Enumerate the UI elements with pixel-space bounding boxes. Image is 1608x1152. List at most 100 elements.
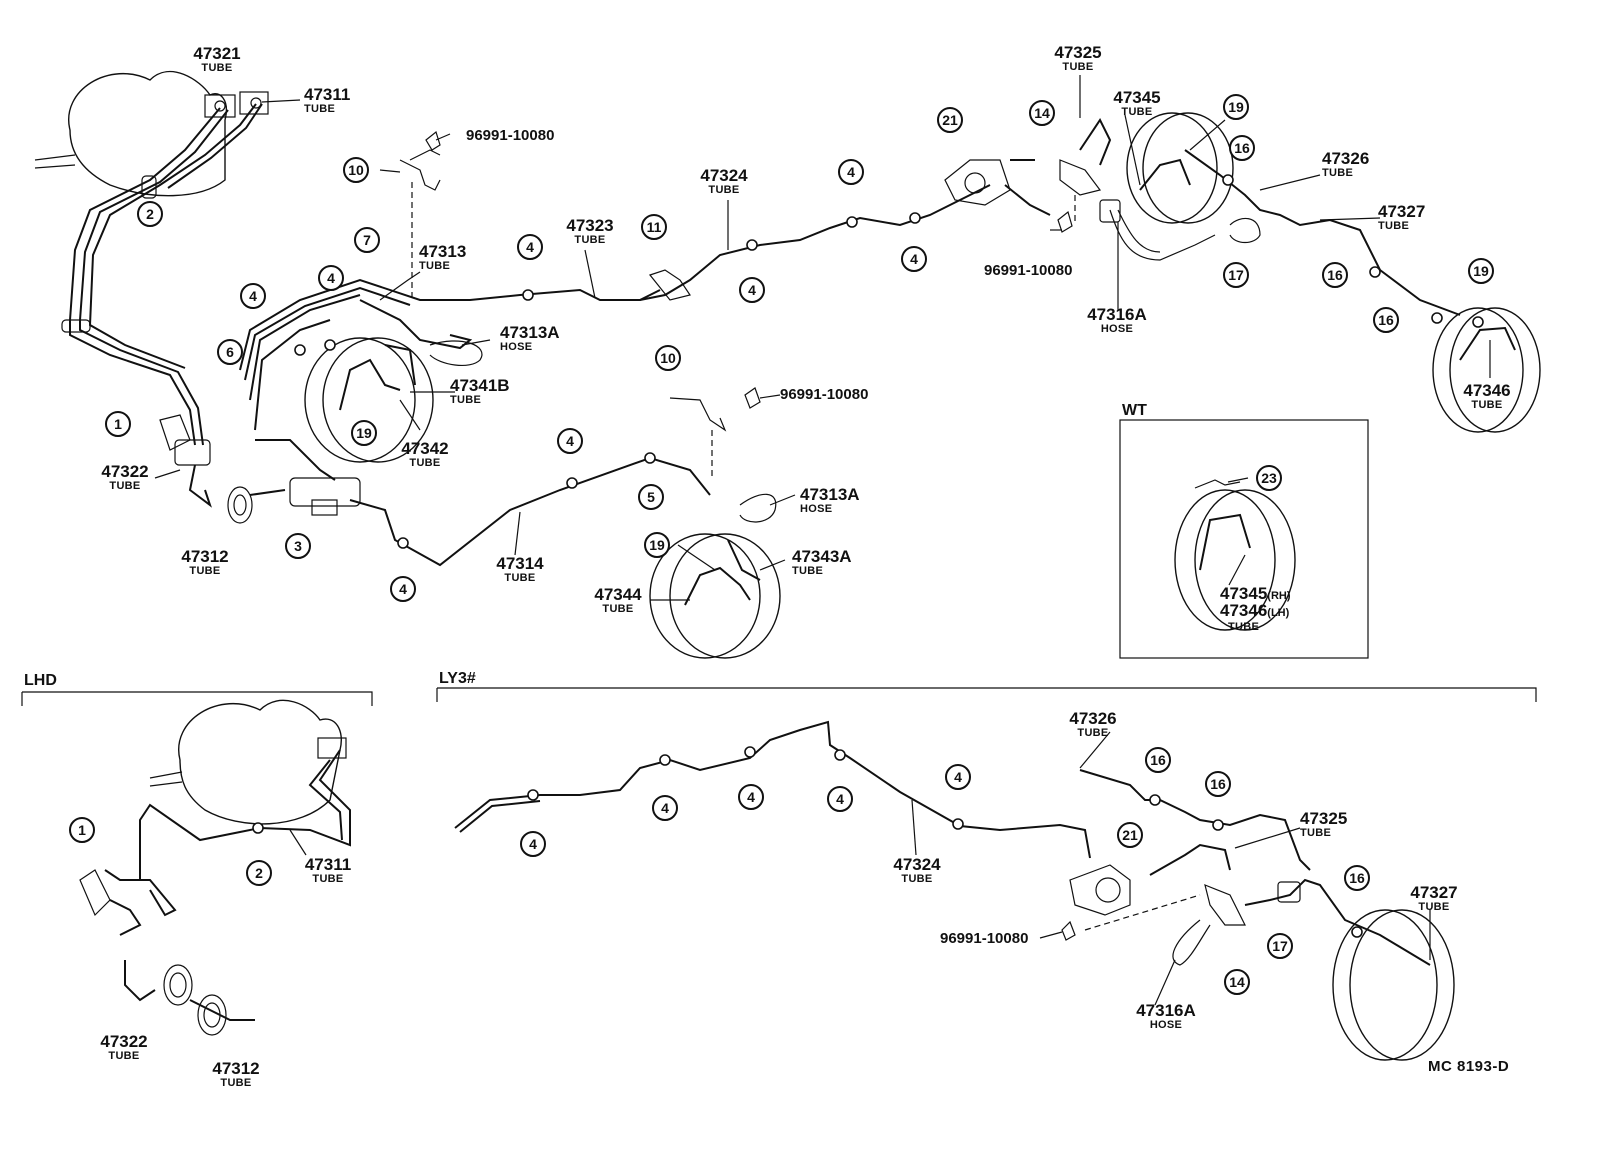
callout-4-ly3: 4 [738, 784, 764, 810]
callout-19: 19 [351, 420, 377, 446]
callout-14-ly3: 14 [1224, 969, 1250, 995]
bracket-icon [1059, 159, 1102, 196]
callout-16-ly3: 16 [1145, 747, 1171, 773]
callout-10: 10 [343, 157, 369, 183]
part-label-47346-lh: 47346(LH) [1220, 601, 1290, 620]
bolt-label-upper: 96991-10080 [466, 127, 555, 144]
bolt-label-ly3: 96991-10080 [940, 930, 1029, 947]
callout-4: 4 [838, 159, 864, 185]
callout-10: 10 [655, 345, 681, 371]
callout-3: 3 [285, 533, 311, 559]
tube-clip-icon [1061, 920, 1076, 941]
callout-19: 19 [644, 532, 670, 558]
callout-4: 4 [739, 277, 765, 303]
callout-4: 4 [901, 246, 927, 272]
callout-11: 11 [641, 214, 667, 240]
callout-4: 4 [557, 428, 583, 454]
callout-16-ly3: 16 [1344, 865, 1370, 891]
ly3-section-bracket [436, 687, 1537, 702]
section-label-lhd: LHD [24, 672, 57, 689]
part-label-47345-rh: 47345(RH) [1220, 584, 1291, 603]
callout-23: 23 [1256, 465, 1282, 491]
callout-19: 19 [1223, 94, 1249, 120]
brake-drum-icon [649, 533, 781, 659]
bolt-label-upper-right: 96991-10080 [984, 262, 1073, 279]
callout-16: 16 [1373, 307, 1399, 333]
load-sensing-valve-icon [944, 159, 1051, 216]
callout-6: 6 [217, 339, 243, 365]
bracket-icon [669, 397, 727, 432]
callout-21-ly3: 21 [1117, 822, 1143, 848]
callout-21: 21 [937, 107, 963, 133]
callout-16: 16 [1229, 135, 1255, 161]
callout-4: 4 [517, 234, 543, 260]
brake-drum-icon [1432, 307, 1541, 433]
callout-17-ly3: 17 [1267, 933, 1293, 959]
callout-2-lhd: 2 [246, 860, 272, 886]
callout-16: 16 [1322, 262, 1348, 288]
callout-17: 17 [1223, 262, 1249, 288]
callout-1-lhd: 1 [69, 817, 95, 843]
tube-clip-icon [425, 130, 1073, 409]
callout-14: 14 [1029, 100, 1055, 126]
part-label-wt-tube: TUBE [1228, 621, 1260, 633]
brake-master-cylinder-icon [34, 70, 269, 197]
callout-5: 5 [638, 484, 664, 510]
load-sensing-valve-icon [1069, 864, 1131, 916]
callout-4-ly3: 4 [520, 831, 546, 857]
callout-4: 4 [390, 576, 416, 602]
lhd-section-bracket [21, 691, 373, 706]
callout-16-ly3: 16 [1205, 771, 1231, 797]
bracket-icon [399, 149, 441, 191]
bracket-icon [1204, 884, 1246, 926]
brake-drum-icon [1126, 112, 1234, 224]
callout-4: 4 [240, 283, 266, 309]
brake-drum-icon [304, 337, 434, 463]
brake-master-cylinder-icon [149, 699, 347, 825]
wt-inset-frame [1119, 419, 1369, 659]
callout-2: 2 [137, 201, 163, 227]
callout-4-ly3: 4 [827, 786, 853, 812]
callout-7: 7 [354, 227, 380, 253]
callout-1: 1 [105, 411, 131, 437]
bolt-label-middle: 96991-10080 [780, 386, 869, 403]
drawing-code: MC 8193-D [1428, 1058, 1510, 1075]
tube-union-icon [252, 174, 1484, 938]
callout-4: 4 [318, 265, 344, 291]
brake-drum-icon [1332, 909, 1455, 1061]
section-label-wt: WT [1122, 402, 1147, 419]
callout-19: 19 [1468, 258, 1494, 284]
section-label-ly3: LY3# [439, 670, 476, 687]
callout-4-ly3: 4 [945, 764, 971, 790]
brake-drum-icon [1174, 489, 1296, 631]
